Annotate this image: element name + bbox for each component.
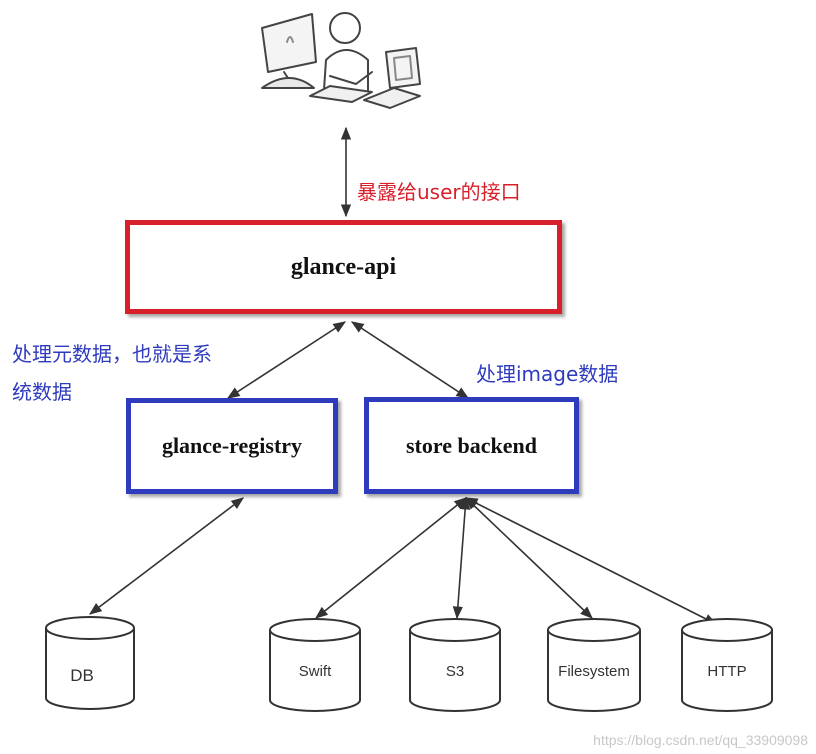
storage-swift: Swift: [269, 618, 361, 712]
storage-http: HTTP: [681, 618, 773, 712]
store-backend-label: store backend: [406, 432, 537, 458]
storage-filesystem-label: Filesystem: [558, 663, 630, 680]
glance-registry-box: glance-registry: [126, 398, 338, 494]
arrow-store-swift: [315, 497, 467, 619]
storage-db: DB: [45, 616, 135, 710]
arrow-api-registry: [226, 321, 347, 399]
user-at-computer-icon: [261, 12, 421, 109]
storage-db-label: DB: [70, 666, 94, 685]
metadata-annotation-line2: 统数据: [12, 380, 72, 404]
arrow-store-s3: [452, 496, 471, 620]
glance-api-label: glance-api: [290, 253, 397, 280]
glance-api-box: glance-api: [125, 220, 562, 314]
store-backend-box: store backend: [364, 397, 579, 494]
storage-s3: S3: [409, 618, 501, 712]
arrow-api-store: [350, 321, 470, 399]
storage-http-label: HTTP: [707, 663, 746, 680]
storage-s3-label: S3: [446, 663, 464, 680]
storage-swift-label: Swift: [299, 663, 332, 680]
storage-filesystem: Filesystem: [547, 618, 641, 712]
glance-registry-label: glance-registry: [161, 433, 303, 458]
metadata-annotation-line1: 处理元数据，也就是系: [12, 342, 212, 366]
image-data-annotation: 处理image数据: [476, 362, 619, 386]
arrow-store-filesystem: [465, 497, 593, 619]
user-interface-annotation: 暴露给user的接口: [357, 180, 521, 204]
watermark: https://blog.csdn.net/qq_33909098: [593, 732, 808, 748]
arrow-registry-db: [88, 497, 245, 615]
arrow-store-http: [464, 497, 718, 625]
